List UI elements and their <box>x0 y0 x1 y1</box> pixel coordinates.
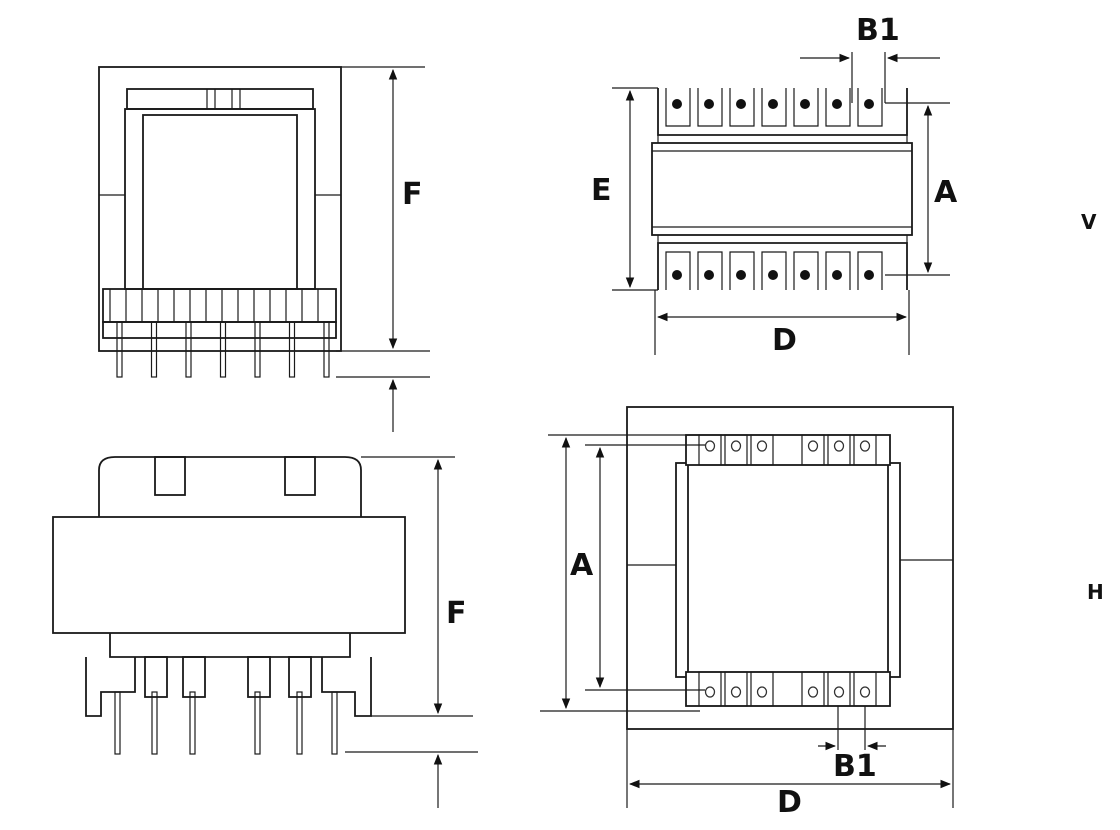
bottom-pin-slot <box>761 251 787 290</box>
front-pin <box>151 691 158 755</box>
bottom-pin-slot <box>793 251 819 290</box>
side-pin <box>288 321 296 378</box>
bottom-view-bottom-pad <box>859 686 871 698</box>
front-pin <box>296 691 303 755</box>
side-pin <box>185 321 192 378</box>
top-pin-slot <box>761 88 787 127</box>
bottom-view-bottom-pad <box>704 686 716 698</box>
top-pin-dot <box>736 99 746 109</box>
side-view: F <box>98 66 430 432</box>
core-body-front <box>52 516 406 634</box>
top-dim-e-label: E <box>591 173 612 208</box>
bottom-view-bottom-pad <box>730 686 742 698</box>
bottom-view-top-pin <box>724 434 748 466</box>
winding-window <box>124 108 316 290</box>
top-pin-strip <box>685 434 891 466</box>
side-pins <box>116 321 330 378</box>
side-pin <box>150 321 158 378</box>
bottom-view-top-pin <box>853 434 877 466</box>
front-pin <box>254 691 261 755</box>
bottom-view-top-pad <box>704 440 716 452</box>
bottom-view-top-pin <box>801 434 825 466</box>
bottom-pin-dot <box>704 270 714 280</box>
bottom-view-top-pad <box>756 440 768 452</box>
orientation-label-vertical: V <box>1081 210 1097 234</box>
side-pin <box>116 321 123 378</box>
bottom-view-top-pad <box>859 440 871 452</box>
bottom-pin-slot <box>825 251 851 290</box>
bottom-view-bottom-pin <box>724 671 748 707</box>
top-pin-row <box>665 88 883 127</box>
top-pin-dot <box>864 99 874 109</box>
bottom-pin-slot <box>665 251 691 290</box>
orientation-label-horizontal: H <box>1087 580 1104 604</box>
bottom-pin-slot <box>729 251 755 290</box>
top-pin-dot <box>800 99 810 109</box>
side-pin <box>254 321 261 378</box>
top-pin-slot <box>665 88 691 127</box>
bottom-view-bottom-pin <box>801 671 825 707</box>
bottom-pin-dot <box>672 270 682 280</box>
core-body <box>651 142 913 236</box>
front-pin <box>114 691 121 755</box>
pin-base <box>102 288 337 323</box>
bottom-pin-dot <box>736 270 746 280</box>
side-dim-f-label: F <box>402 177 423 212</box>
bottom-pin-dot <box>800 270 810 280</box>
top-pin-slot <box>825 88 851 127</box>
bottom-view-top-pin <box>827 434 851 466</box>
front-view: F <box>52 456 478 808</box>
front-pins <box>114 691 338 755</box>
bottom-view-bottom-pin <box>698 671 722 707</box>
top-dim-d-label: D <box>772 323 797 358</box>
side-pin <box>323 321 330 378</box>
front-pin <box>189 691 196 755</box>
bottom-view-bottom-pin <box>750 671 774 707</box>
core-outline-bottom <box>626 406 954 730</box>
bottom-view-top-pin <box>698 434 722 466</box>
top-pin-slot <box>697 88 723 127</box>
bottom-view-top-pad <box>807 440 819 452</box>
bottom-pin-dot <box>864 270 874 280</box>
bottom-dim-b1-label: B1 <box>833 749 877 784</box>
top-view: E A D B1 <box>591 13 958 358</box>
bottom-pin-slot <box>857 251 883 290</box>
bottom-view-bottom-pad <box>756 686 768 698</box>
bottom-view-top-pin <box>750 434 774 466</box>
bottom-view-top-pad <box>730 440 742 452</box>
bottom-pin-slot <box>697 251 723 290</box>
bobbin-top-flange <box>126 88 314 110</box>
top-pin-dot <box>704 99 714 109</box>
bottom-view-bottom-pad <box>833 686 845 698</box>
bottom-pin-strip <box>685 671 891 707</box>
top-pin-slot <box>857 88 883 127</box>
top-dim-a-label: A <box>934 175 958 210</box>
top-pin-slot <box>729 88 755 127</box>
bottom-pin-dot <box>832 270 842 280</box>
top-pin-dot <box>832 99 842 109</box>
bottom-view-top-pad <box>833 440 845 452</box>
side-pin <box>219 321 227 378</box>
front-pin <box>331 691 338 755</box>
bottom-view-bottom-pin <box>827 671 851 707</box>
front-dim-f-label: F <box>446 596 467 631</box>
bobbin-body <box>675 462 901 678</box>
top-pin-dot <box>768 99 778 109</box>
top-pin-slot <box>793 88 819 127</box>
bottom-pin-row <box>665 251 883 290</box>
bottom-pin-dot <box>768 270 778 280</box>
top-dim-b1-label: B1 <box>856 13 900 48</box>
bottom-view-bottom-pad <box>807 686 819 698</box>
bottom-dim-d-label: D <box>777 785 802 820</box>
top-pin-dot <box>672 99 682 109</box>
bottom-view: A D B1 <box>540 406 954 820</box>
clamp-top <box>98 456 362 517</box>
bottom-dim-a-label: A <box>570 548 594 583</box>
